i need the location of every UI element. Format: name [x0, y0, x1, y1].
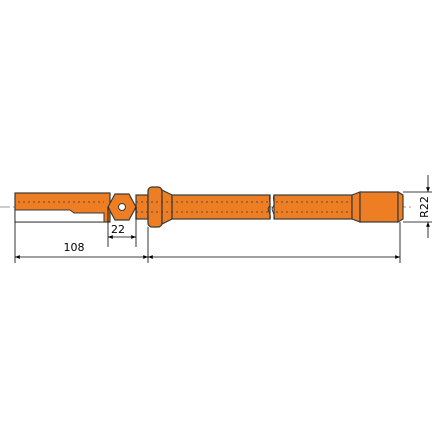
thread-tip — [397, 190, 404, 224]
collar-taper — [161, 189, 173, 225]
hex-dimension-label: 22 — [111, 223, 125, 236]
thread-end — [359, 191, 399, 223]
rod-body-left — [171, 194, 271, 220]
thread-taper — [351, 191, 361, 223]
shank — [14, 192, 111, 223]
length-dimension — [14, 222, 401, 263]
thread-dimension — [403, 175, 432, 238]
hex-dimension — [107, 207, 137, 247]
flushing-hole-icon — [118, 203, 126, 211]
rod-neck — [135, 194, 149, 220]
shank-length-label: 108 — [64, 241, 85, 254]
break-line-right — [271, 194, 275, 220]
break-line-left — [267, 194, 271, 220]
thread-dimension-label: R22 — [418, 196, 431, 218]
rod-body-right — [273, 194, 353, 220]
hex-collar-icon — [107, 193, 137, 221]
collar — [147, 186, 163, 228]
